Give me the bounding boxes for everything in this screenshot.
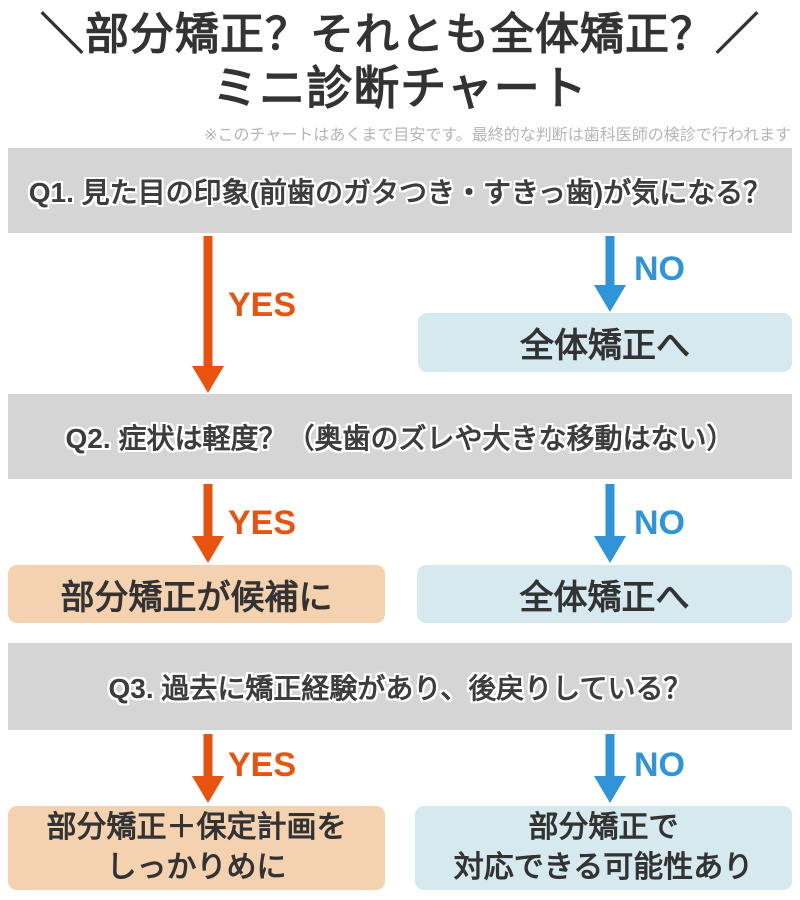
result-text-line2: しっかりめに (106, 851, 287, 884)
question-text-q2: Q2. 症状は軽度？（奥歯のズレや大きな移動はない） (65, 422, 735, 454)
result-text-line2: 対応できる可能性あり (453, 851, 754, 884)
result-box-q3-yes: 部分矯正＋保定計画を しっかりめに (8, 806, 385, 890)
no-label: NO (634, 250, 685, 288)
no-arrow-icon (594, 734, 626, 803)
result-text: 全体矯正へ (519, 578, 690, 617)
result-box-q3-no: 部分矯正で 対応できる可能性あり (415, 806, 792, 890)
page-title: ＼部分矯正？それとも全体矯正？／ (40, 10, 760, 59)
result-text-line1: 部分矯正で (528, 811, 679, 844)
no-arrow-icon (594, 236, 626, 312)
yes-label: YES (228, 746, 297, 784)
result-box-q1-no: 全体矯正へ (418, 313, 792, 372)
question-box-q3: Q3. 過去に矯正経験があり、後戻りしている？ (8, 643, 792, 730)
question-box-q1: Q1. 見た目の印象(前歯のガタつき・すきっ歯)が気になる？ (8, 148, 792, 233)
no-arrow-icon (594, 484, 626, 563)
yes-arrow-icon (192, 734, 224, 803)
result-text: 部分矯正が候補に (60, 578, 333, 617)
question-box-q2: Q2. 症状は軽度？（奥歯のズレや大きな移動はない） (8, 394, 792, 479)
result-text: 全体矯正へ (520, 327, 690, 365)
yes-label: YES (228, 504, 297, 542)
question-text-q3: Q3. 過去に矯正経験があり、後戻りしている？ (108, 672, 692, 704)
result-text-line1: 部分矯正＋保定計画を (46, 811, 347, 844)
yes-label: YES (228, 286, 297, 324)
disclaimer-note: ※このチャートはあくまで目安です。最終的な判断は歯科医師の検診で行われます (204, 127, 791, 144)
result-box-q2-no: 全体矯正へ (417, 565, 792, 623)
no-label: NO (634, 746, 685, 784)
no-label: NO (634, 504, 685, 542)
page-subtitle: ミニ診断チャート (212, 62, 588, 114)
yes-arrow-icon (192, 236, 224, 393)
result-box-q2-yes: 部分矯正が候補に (8, 565, 385, 623)
question-text-q1: Q1. 見た目の印象(前歯のガタつき・すきっ歯)が気になる？ (28, 176, 772, 208)
yes-arrow-icon (192, 484, 224, 563)
